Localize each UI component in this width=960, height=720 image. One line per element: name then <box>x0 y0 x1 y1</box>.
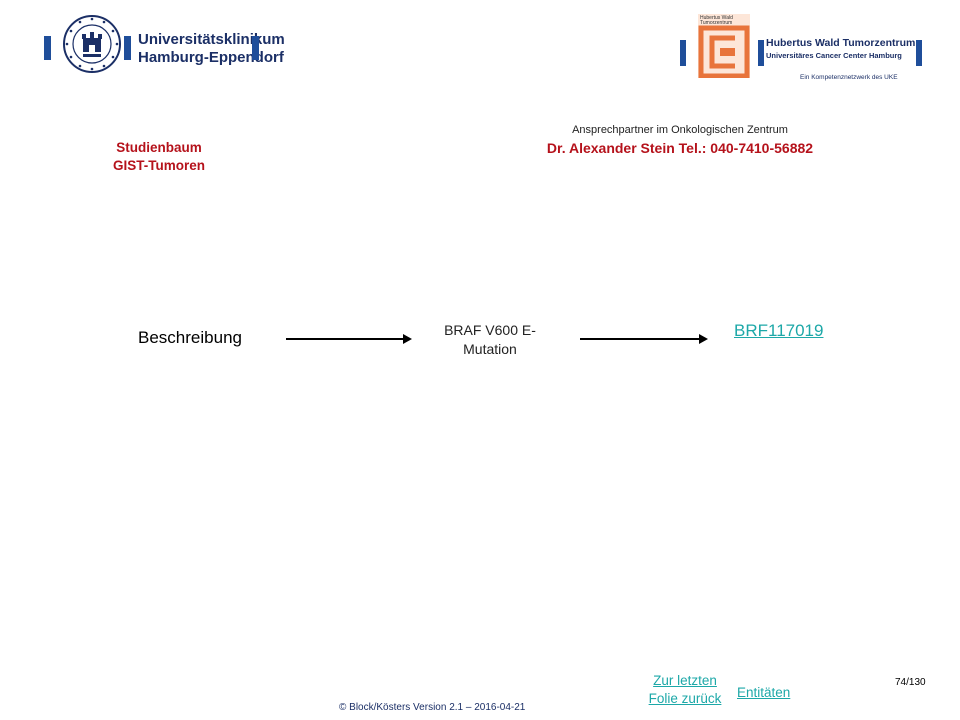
flow-arrow-1-line <box>286 338 404 340</box>
arrow-right-icon <box>699 334 708 344</box>
logo-bar-left <box>44 36 51 60</box>
uke-name-line1: Universitätsklinikum <box>138 31 285 48</box>
contact-label: Ansprechpartner im Onkologischen Zentrum <box>572 124 788 136</box>
logo-bar-left <box>680 40 686 66</box>
hubertus-network-note: Ein Kompetenznetzwerk des UKE <box>800 74 898 81</box>
slide-title: Studienbaum GIST-Tumoren <box>80 139 238 175</box>
flow-arrow-1 <box>286 334 412 344</box>
flow-arrow-2-line <box>580 338 700 340</box>
flow-mutation-line2: Mutation <box>463 341 517 357</box>
contact-block: Ansprechpartner im Onkologischen Zentrum… <box>470 124 890 156</box>
logo-bar-right <box>252 36 259 60</box>
copyright-footer: © Block/Kösters Version 2.1 – 2016-04-21 <box>339 702 526 713</box>
previous-slide-line2: Folie zurück <box>648 691 722 706</box>
hubertus-square-emblem: Hubertus Wald Tumorzentrum <box>698 14 750 79</box>
hubertus-wordmark: Hubertus Wald Tumorzentrum Universitäres… <box>766 37 926 60</box>
logo-bar-mid <box>758 40 764 66</box>
logo-bar-mid <box>124 36 131 60</box>
previous-slide-line1: Zur letzten <box>653 673 717 688</box>
flow-mutation-line1: BRAF V600 E- <box>444 322 536 338</box>
slide-title-line1: Studienbaum <box>116 140 202 155</box>
study-link-brf117019[interactable]: BRF117019 <box>734 321 824 340</box>
hubertus-subtitle: Universitäres Cancer Center Hamburg <box>766 51 902 60</box>
hubertus-wald-logo: Hubertus Wald Tumorzentrum Hubertus Wald… <box>676 12 926 88</box>
flow-mutation: BRAF V600 E- Mutation <box>425 321 555 359</box>
entities-link[interactable]: Entitäten <box>737 685 791 700</box>
slide-title-line2: GIST-Tumoren <box>112 158 205 173</box>
previous-slide-link[interactable]: Zur letzten Folie zurück <box>640 672 730 708</box>
contact-name: Dr. Alexander Stein Tel.: 040-7410-56882 <box>546 140 814 156</box>
university-seal-icon <box>63 15 121 73</box>
arrow-right-icon <box>403 334 412 344</box>
uke-logo: Universitätsklinikum Hamburg-Eppendorf <box>44 14 285 76</box>
uke-wordmark: Universitätsklinikum Hamburg-Eppendorf <box>138 31 285 67</box>
flow-description: Beschreibung <box>138 328 242 347</box>
logo-bar-right <box>916 40 922 66</box>
hubertus-emblem-label: Hubertus Wald Tumorzentrum <box>700 15 733 26</box>
uke-name-line2: Hamburg-Eppendorf <box>138 49 284 66</box>
page-number: 74/130 <box>895 677 926 688</box>
hubertus-emblem-icon <box>698 14 750 79</box>
hubertus-title: Hubertus Wald Tumorzentrum <box>766 37 916 49</box>
flow-arrow-2 <box>580 334 708 344</box>
